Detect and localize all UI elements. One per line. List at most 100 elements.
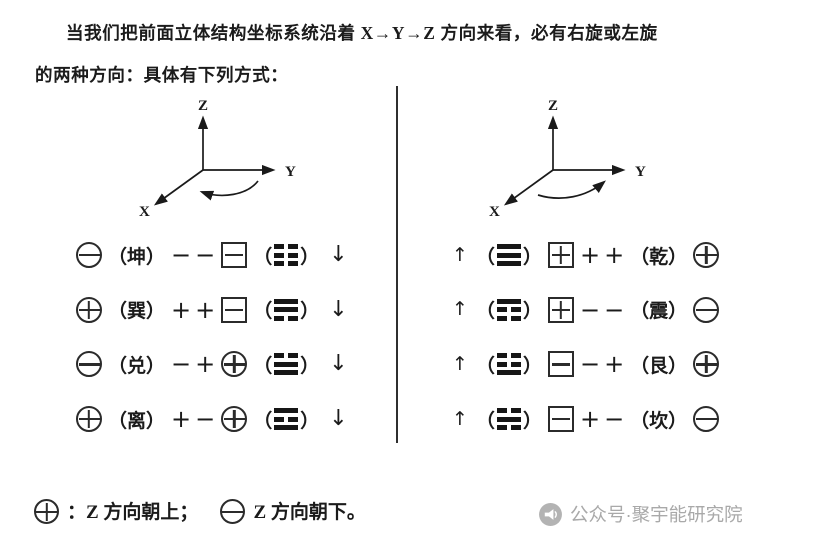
circled-plus-icon	[693, 242, 720, 269]
open-paren: （	[253, 410, 273, 432]
xy-signs: −+	[171, 350, 220, 379]
trigram-group: （）	[253, 296, 319, 323]
close-paren: ）	[300, 410, 320, 432]
xy-signs: +−	[579, 405, 629, 434]
up-arrow: ↑	[452, 298, 468, 321]
close-paren: ）	[522, 301, 542, 323]
watermark-text: 公众号·聚宇能研究院	[570, 504, 743, 525]
trigram-icon	[496, 298, 521, 321]
close-paren: ）	[300, 246, 320, 268]
circled-minus-icon	[76, 351, 102, 378]
trigram-icon	[496, 408, 521, 431]
trigram-group: （）	[253, 351, 319, 378]
x-axis-label: X	[489, 204, 500, 220]
open-paren: （	[475, 410, 495, 432]
xy-signs: −−	[171, 241, 220, 270]
trigram-group: （）	[476, 242, 542, 269]
title-line-1: 当我们把前面立体结构坐标系统沿着 X→Y→Z 方向来看，必有右旋或左旋	[66, 23, 658, 43]
boxed-minus-icon	[221, 296, 248, 323]
x-axis	[503, 169, 554, 206]
xy-signs: −−	[579, 295, 629, 324]
trigram-icon	[274, 244, 299, 267]
trigram-icon	[274, 408, 299, 431]
y-axis-label: Y	[635, 164, 646, 180]
gua-name: （巽）	[108, 301, 166, 323]
legend-plus-slot	[34, 497, 59, 525]
open-paren: （	[253, 301, 273, 323]
xy-signs: ++	[171, 295, 220, 324]
open-paren: （	[253, 355, 273, 377]
notation-row: （巽）++（）↓	[76, 283, 348, 338]
notation-row: ↑ （） −−（震）	[452, 283, 720, 338]
down-arrow: ↓	[329, 296, 348, 322]
boxed-plus-icon	[547, 242, 574, 269]
trigram-group: （）	[476, 406, 542, 433]
gua-name: （乾）	[630, 246, 688, 268]
trigram-icon	[274, 298, 299, 321]
x-axis	[153, 169, 204, 206]
notation-row: ↑（）−+（艮）	[452, 337, 720, 392]
xy-signs: ++	[579, 241, 629, 270]
gua-name: （离）	[108, 410, 166, 432]
z-axis-label: Z	[548, 98, 558, 114]
z-axis-label: Z	[198, 98, 208, 114]
gua-name: （震）	[630, 301, 688, 323]
coordinate-axes-right-diagram: Z Y X	[489, 98, 646, 220]
legend-minus-slot	[220, 497, 246, 525]
gua-name: （兑）	[108, 355, 166, 377]
gua-name: （坤）	[108, 246, 166, 268]
left-rotation-arrow-icon	[199, 180, 259, 201]
left-notation-rows: （坤）−−（）↓（巽）++（）↓（兑）−+（）↓（离）+−（）↓	[76, 228, 348, 446]
trigram-group: （）	[476, 296, 542, 323]
notation-row: （兑）−+（）↓	[76, 337, 348, 392]
legend: ：Z 方向朝上； Z 方向朝下。	[34, 497, 366, 525]
xy-signs: −+	[579, 350, 629, 379]
right-notation-rows: ↑（）++（乾）↑（）−−（震）↑（）−+（艮）↑（）+−（坎）	[452, 228, 720, 447]
down-arrow: ↓	[329, 351, 348, 377]
open-paren: （	[475, 355, 495, 377]
down-arrow: ↓	[329, 242, 348, 268]
close-paren: ）	[300, 301, 320, 323]
up-arrow: ↑	[452, 407, 468, 430]
close-paren: ）	[522, 246, 542, 268]
xy-signs: +−	[171, 405, 220, 434]
y-axis-label: Y	[285, 164, 296, 180]
megaphone-icon	[539, 502, 562, 526]
circled-plus-icon	[221, 351, 248, 378]
circled-minus-icon	[693, 296, 720, 323]
circled-minus-icon	[76, 242, 102, 269]
trigram-group: （）	[253, 242, 319, 269]
notation-row: （坤）−−（）↓	[76, 228, 348, 283]
trigram-icon	[274, 353, 299, 376]
circled-minus-icon	[693, 406, 720, 433]
notation-row: ↑ （） +−（坎）	[452, 392, 720, 447]
coordinate-axes-left-diagram: Z Y X	[139, 98, 296, 220]
title-line-2: 的两种方向：具体有下列方式：	[35, 65, 289, 85]
notation-row: （离）+−（）↓	[76, 392, 348, 447]
trigram-group: （）	[253, 406, 319, 433]
up-arrow: ↑	[452, 352, 468, 375]
down-arrow: ↓	[329, 406, 348, 432]
circled-plus-icon	[34, 499, 59, 525]
up-arrow: ↑	[452, 243, 468, 266]
trigram-icon	[496, 244, 521, 267]
vertical-divider	[396, 86, 398, 443]
trigram-group: （）	[476, 351, 542, 378]
gua-name: （坎）	[630, 410, 688, 432]
close-paren: ）	[300, 355, 320, 377]
gua-name: （艮）	[630, 355, 688, 377]
x-axis-label: X	[139, 204, 150, 220]
watermark: 公众号·聚宇能研究院	[538, 501, 743, 527]
boxed-minus-icon	[221, 242, 248, 269]
trigram-icon	[496, 353, 521, 376]
open-paren: （	[475, 246, 495, 268]
boxed-plus-icon	[547, 296, 574, 323]
right-rotation-arrow-icon	[537, 180, 606, 199]
close-paren: ）	[522, 355, 542, 377]
circled-minus-icon	[220, 499, 246, 525]
open-paren: （	[253, 246, 273, 268]
boxed-minus-icon	[547, 406, 574, 433]
legend-down-text: Z 方向朝下。	[253, 502, 366, 524]
circled-plus-icon	[221, 406, 248, 433]
